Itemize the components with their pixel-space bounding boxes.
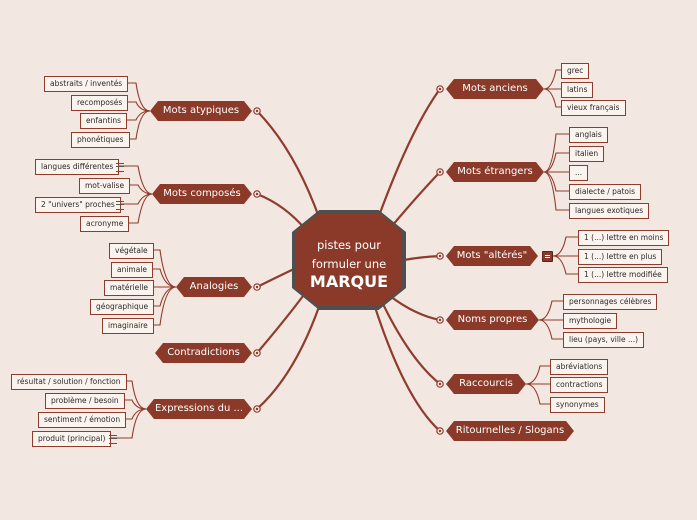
topic-mots-composes[interactable]: Mots composés — [152, 184, 252, 204]
leaf-latins[interactable]: latins — [561, 82, 594, 98]
leaf-phonetiques[interactable]: phonétiques — [71, 132, 130, 148]
central-topic[interactable]: pistes pour formuler une MARQUE — [294, 212, 404, 308]
topic-raccourcis[interactable]: Raccourcis — [446, 374, 526, 394]
leaf-lettre-en-moins[interactable]: 1 (...) lettre en moins — [578, 230, 670, 246]
leaf-resultat-solution-fonction[interactable]: résultat / solution / fonction — [11, 374, 127, 390]
note-icon[interactable] — [542, 251, 553, 262]
leaf-vegetale[interactable]: végétale — [109, 243, 154, 259]
leaf-etc[interactable]: ... — [569, 165, 589, 181]
leaf-enfantins[interactable]: enfantins — [80, 113, 128, 129]
topic-mots-alteres[interactable]: Mots "altérés" — [446, 246, 538, 266]
note-icon[interactable] — [109, 435, 117, 444]
leaf-abstraits-inventes[interactable]: abstraits / inventés — [44, 76, 129, 92]
leaf-vieux-francais[interactable]: vieux français — [561, 100, 626, 116]
leaf-langues-differentes[interactable]: langues différentes — [35, 159, 120, 175]
leaf-materielle[interactable]: matérielle — [104, 280, 155, 296]
central-topic-title: MARQUE — [309, 272, 389, 291]
leaf-acronyme[interactable]: acronyme — [80, 216, 130, 232]
leaf-produit-principal[interactable]: produit (principal) — [32, 431, 112, 447]
leaf-grec[interactable]: grec — [561, 63, 590, 79]
leaf-lettre-en-plus[interactable]: 1 (...) lettre en plus — [578, 249, 663, 265]
topic-analogies[interactable]: Analogies — [176, 277, 252, 297]
central-topic-line1: pistes pour — [316, 238, 382, 252]
leaf-mythologie[interactable]: mythologie — [563, 313, 618, 329]
topic-mots-anciens[interactable]: Mots anciens — [446, 79, 544, 99]
note-icon[interactable] — [116, 163, 124, 172]
collapse-toggles — [253, 85, 444, 435]
topic-expressions-du[interactable]: Expressions du ... — [146, 399, 252, 419]
leaf-geographique[interactable]: géographique — [90, 299, 155, 315]
leaf-lettre-modifiee[interactable]: 1 (...) lettre modifiée — [578, 267, 668, 283]
topic-contradictions[interactable]: Contradictions — [155, 343, 252, 363]
leaf-animale[interactable]: animale — [111, 262, 154, 278]
central-topic-line2: formuler une — [311, 257, 387, 271]
leaf-probleme-besoin[interactable]: problème / besoin — [45, 393, 125, 409]
topic-mots-atypiques[interactable]: Mots atypiques — [150, 101, 252, 121]
topic-noms-propres[interactable]: Noms propres — [446, 310, 539, 330]
note-icon[interactable] — [116, 201, 124, 210]
leaf-anglais[interactable]: anglais — [569, 127, 608, 143]
leaf-personnages-celebres[interactable]: personnages célèbres — [563, 294, 658, 310]
leaf-synonymes[interactable]: synonymes — [550, 397, 605, 413]
topic-mots-etrangers[interactable]: Mots étrangers — [446, 162, 544, 182]
leaf-italien[interactable]: italien — [569, 146, 605, 162]
leaf-recomposes[interactable]: recomposés — [71, 95, 129, 111]
leaf-contractions[interactable]: contractions — [550, 377, 609, 393]
topic-ritournelles-slogans[interactable]: Ritournelles / Slogans — [446, 421, 574, 441]
leaf-abreviations[interactable]: abréviations — [550, 359, 609, 375]
leaf-mot-valise[interactable]: mot-valise — [79, 178, 131, 194]
leaf-2-univers-proches[interactable]: 2 "univers" proches — [35, 197, 121, 213]
leaf-dialecte-patois[interactable]: dialecte / patois — [569, 184, 641, 200]
leaf-langues-exotiques[interactable]: langues exotiques — [569, 203, 650, 219]
leaf-lieu[interactable]: lieu (pays, ville ...) — [563, 332, 645, 348]
leaf-imaginaire[interactable]: imaginaire — [102, 318, 154, 334]
leaf-sentiment-emotion[interactable]: sentiment / émotion — [38, 412, 127, 428]
